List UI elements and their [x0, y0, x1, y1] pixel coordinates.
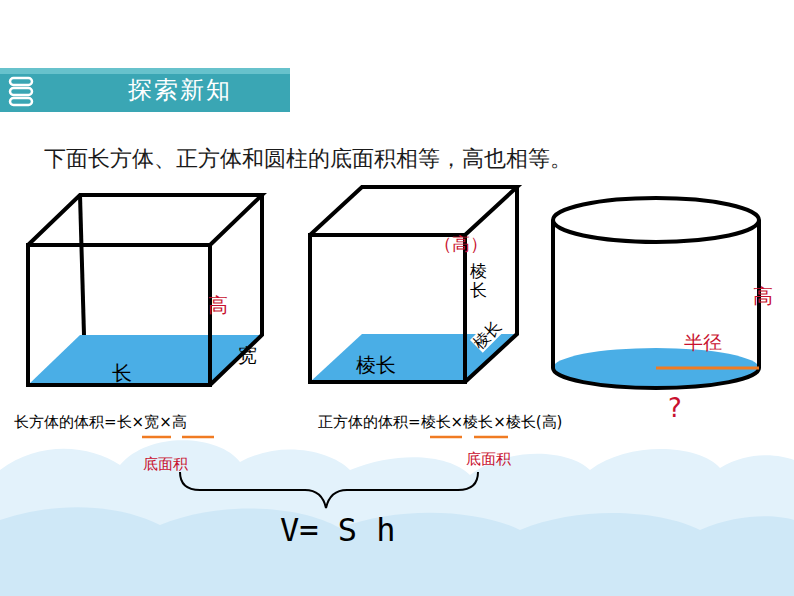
dimension-label: 高 [753, 285, 773, 308]
instruction-text: 下面长方体、正方体和圆柱的底面积相等，高也相等。 [44, 146, 572, 171]
dimension-label: 棱长 [470, 262, 487, 299]
dimension-label: 长 [112, 362, 132, 385]
formula-underlines [142, 436, 508, 439]
cuboid [28, 195, 262, 385]
formula-text: 长方体的体积=长×宽×高 [14, 414, 187, 431]
cloud-background [0, 440, 794, 596]
cube [310, 187, 517, 382]
dimension-label: 高 [208, 294, 228, 317]
annotation-label: 底面积 [466, 451, 511, 468]
formula-text: 正方体的体积=棱长×棱长×棱长(高) [318, 414, 562, 431]
dimension-label: 棱长 [356, 354, 396, 377]
header-text: 探索新知 [128, 74, 232, 106]
section-header: 探索新知 [70, 68, 290, 112]
dimension-label: （高） [434, 234, 488, 255]
annotation-label: 底面积 [143, 456, 188, 473]
dimension-label: 半径 [684, 332, 722, 354]
curly-brace [180, 472, 478, 508]
cylinder [553, 198, 759, 388]
question-mark: ? [668, 394, 682, 424]
header-bar [0, 68, 290, 112]
dimension-label: 宽 [238, 345, 257, 367]
formula-result: V= S h [280, 512, 396, 549]
